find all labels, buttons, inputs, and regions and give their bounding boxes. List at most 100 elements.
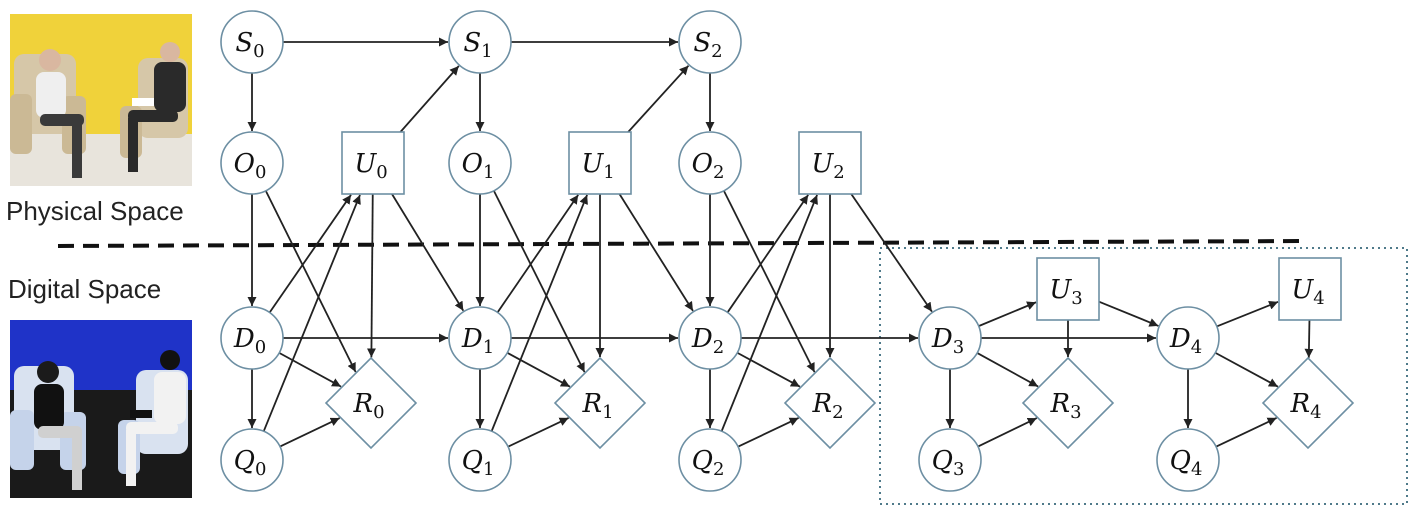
node-u4-label: U4: [1291, 275, 1324, 309]
node-q0-label: Q0: [234, 446, 267, 480]
node-d2-label: D2: [691, 324, 724, 358]
node-r0: R0: [324, 356, 418, 450]
node-u1-square: [568, 131, 632, 195]
node-u2: U2: [798, 131, 862, 195]
node-u1: U1: [568, 131, 632, 195]
edge-d3-to-u3: [978, 301, 1037, 327]
node-r1: R1: [553, 356, 647, 450]
node-u3-square: [1036, 257, 1100, 321]
edge-u4-to-r4: [1304, 319, 1314, 358]
node-q1-label: Q1: [462, 446, 495, 480]
node-q2: Q2: [678, 428, 742, 492]
node-u0-square: [341, 131, 405, 195]
node-r1-label: R1: [581, 389, 613, 423]
node-q2-label: Q2: [692, 446, 725, 480]
node-o2: O2: [678, 131, 742, 195]
node-o1-label: O1: [462, 149, 495, 183]
node-d1: D1: [448, 306, 512, 370]
edge-d1-to-u1: [496, 194, 579, 313]
node-r4-diamond: [1261, 356, 1355, 450]
node-u2-label: U2: [811, 149, 844, 183]
node-d0-circle: [220, 306, 284, 370]
edge-d0-to-u0: [268, 194, 352, 314]
node-r0-diamond: [324, 356, 418, 450]
node-o1-circle: [448, 131, 512, 195]
node-s0-label: S0: [235, 28, 264, 62]
edge-q1-to-r1: [507, 417, 569, 448]
node-q0-circle: [220, 428, 284, 492]
node-q3-label: Q3: [932, 446, 965, 480]
node-u2-square: [798, 131, 862, 195]
edge-u1-to-s2: [627, 65, 690, 133]
node-q3-circle: [918, 428, 982, 492]
edge-d1-to-r1: [506, 351, 571, 388]
node-u0: U0: [341, 131, 405, 195]
node-s2-label: S2: [693, 28, 722, 62]
node-r4-label: R4: [1289, 389, 1321, 423]
node-o1: O1: [448, 131, 512, 195]
node-s2: S2: [678, 10, 742, 74]
edge-q0-to-u0: [262, 194, 361, 432]
node-r3-diamond: [1021, 356, 1115, 450]
node-q0: Q0: [220, 428, 284, 492]
node-r2-diamond: [783, 356, 877, 450]
node-d3: D3: [918, 306, 982, 370]
node-u1-label: U1: [581, 149, 614, 183]
edge-q2-to-r2: [737, 417, 799, 448]
node-d4-label: D4: [1169, 324, 1202, 358]
node-u4: U4: [1278, 257, 1342, 321]
node-q4: Q4: [1156, 428, 1220, 492]
node-r3: R3: [1021, 356, 1115, 450]
edge-q3-to-r3: [977, 417, 1038, 448]
edge-d3-to-r3: [976, 352, 1039, 388]
edge-u0-to-s1: [399, 65, 460, 133]
node-d0-label: D0: [233, 324, 266, 358]
edge-o2-to-r2: [723, 190, 816, 373]
edge-d4-to-r4: [1214, 351, 1279, 388]
node-o0-label: O0: [234, 149, 267, 183]
node-d4: D4: [1156, 306, 1220, 370]
node-s1-circle: [448, 10, 512, 74]
node-d0: D0: [220, 306, 284, 370]
node-d2: D2: [678, 306, 742, 370]
edge-d4-to-u4: [1216, 300, 1279, 328]
node-u4-square: [1278, 257, 1342, 321]
node-d3-circle: [918, 306, 982, 370]
node-o2-circle: [678, 131, 742, 195]
node-d2-circle: [678, 306, 742, 370]
node-o0: O0: [220, 131, 284, 195]
edge-u0-to-d1: [391, 193, 465, 312]
edge-u0-to-r0: [366, 193, 376, 358]
node-r0-label: R0: [352, 389, 384, 423]
edge-u2-to-d3: [850, 193, 933, 313]
node-r4: R4: [1261, 356, 1355, 450]
edges-layer: [247, 37, 1314, 448]
node-r2-label: R2: [811, 389, 843, 423]
edge-u1-to-d2: [618, 193, 694, 312]
node-q1: Q1: [448, 428, 512, 492]
digital-space-photo: [10, 320, 192, 498]
node-r1-diamond: [553, 356, 647, 450]
node-u0-label: U0: [354, 149, 387, 183]
edge-q4-to-r4: [1215, 417, 1277, 448]
node-q4-label: Q4: [1170, 446, 1203, 480]
node-q4-circle: [1156, 428, 1220, 492]
node-q3: Q3: [918, 428, 982, 492]
node-o0-circle: [220, 131, 284, 195]
node-d1-label: D1: [461, 324, 494, 358]
edge-d2-to-r2: [736, 351, 801, 388]
physical-space-label: Physical Space: [6, 196, 184, 226]
space-divider-line: [57, 239, 1307, 248]
edge-q1-to-u1: [490, 194, 588, 432]
node-r3-label: R3: [1049, 389, 1081, 423]
node-q1-circle: [448, 428, 512, 492]
node-r2: R2: [783, 356, 877, 450]
edge-o1-to-r1: [493, 190, 586, 373]
edge-q0-to-r0: [279, 417, 341, 448]
node-d1-circle: [448, 306, 512, 370]
digital-space-label: Digital Space: [8, 274, 162, 304]
node-q2-circle: [678, 428, 742, 492]
